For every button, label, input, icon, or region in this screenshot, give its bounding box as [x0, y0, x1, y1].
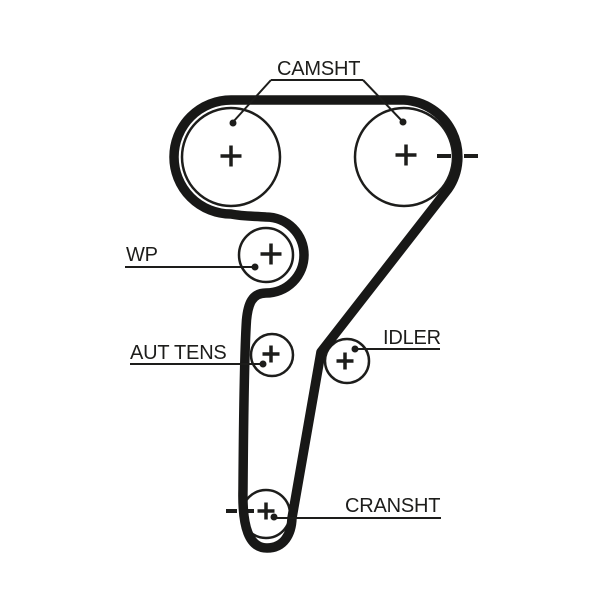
tensioner-center-mark — [262, 345, 280, 363]
crankshaft-leader-dot — [270, 513, 278, 521]
camshaft-leader-dot-right — [399, 118, 407, 126]
crankshaft-center-mark — [257, 502, 275, 520]
timing-belt — [169, 95, 463, 553]
camshaft-right-center-mark — [395, 144, 417, 166]
camshaft-pulley-left — [180, 106, 282, 208]
tensioner-callout: AUT TENS — [130, 342, 267, 368]
water-pump-label: WP — [126, 244, 158, 266]
idler-leader-dot — [351, 345, 359, 353]
idler-callout: IDLER — [351, 327, 441, 353]
water-pump-pulley — [237, 226, 295, 284]
tensioner-leader-dot — [259, 360, 267, 368]
crankshaft-label: CRANSHT — [345, 495, 440, 517]
camshaft-leader-right — [362, 79, 404, 123]
idler-label: IDLER — [383, 327, 441, 349]
idler-center-mark — [336, 352, 354, 370]
water-pump-center-mark — [260, 243, 282, 265]
water-pump-leader-dot — [251, 263, 259, 271]
tensioner-label: AUT TENS — [130, 342, 227, 364]
camshaft-left-center-mark — [220, 145, 242, 167]
camshaft-label: CAMSHT — [277, 58, 360, 80]
camshaft-callout: CAMSHT — [229, 58, 407, 127]
water-pump-callout: WP — [125, 244, 259, 271]
tensioner-pulley — [249, 332, 295, 378]
camshaft-pulley-right — [353, 106, 455, 208]
crankshaft-callout: CRANSHT — [270, 495, 441, 521]
camshaft-leader-dot-left — [229, 119, 237, 127]
camshaft-leader-left — [232, 79, 272, 123]
idler-pulley — [323, 337, 371, 385]
